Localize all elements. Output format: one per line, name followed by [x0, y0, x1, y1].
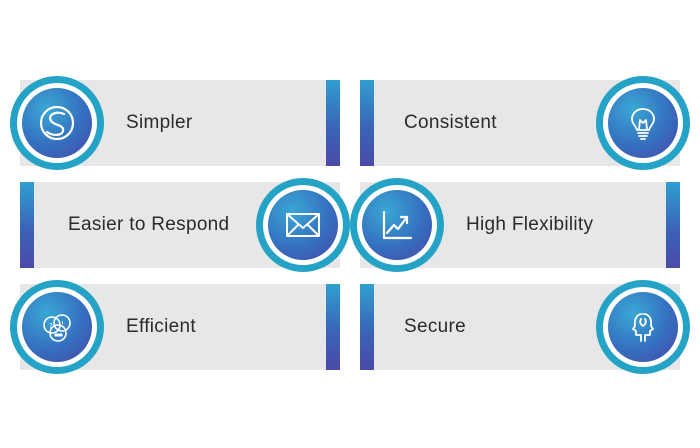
svg-text:!: !: [61, 320, 64, 328]
feature-label: Efficient: [126, 316, 196, 337]
two-heads-icon: [632, 313, 654, 342]
icon-badge: [596, 76, 690, 170]
swirl-s-icon: [39, 105, 75, 141]
trend-chart-icon: [382, 210, 413, 240]
accent-bar: [326, 284, 340, 370]
feature-label: Simpler: [126, 112, 193, 133]
lightbulb-icon: [631, 108, 655, 140]
feature-label: High Flexibility: [466, 214, 594, 235]
feature-card-efficient: Efficient ? !: [10, 280, 340, 374]
accent-bar: [360, 284, 374, 370]
icon-badge: [596, 280, 690, 374]
envelope-icon: [286, 213, 320, 237]
idea-bubbles-icon: ? !: [43, 314, 71, 342]
accent-bar: [326, 80, 340, 166]
feature-card-easier-to-respond: Easier to Respond: [20, 178, 350, 272]
icon-badge: [10, 76, 104, 170]
svg-text:?: ?: [49, 322, 53, 330]
feature-card-secure: Secure: [360, 280, 690, 374]
accent-bar: [20, 182, 34, 268]
feature-label: Secure: [404, 316, 467, 337]
feature-label: Easier to Respond: [68, 214, 230, 235]
feature-card-high-flexibility: High Flexibility: [350, 178, 680, 272]
feature-card-consistent: Consistent: [360, 76, 690, 170]
icon-badge: ? !: [10, 280, 104, 374]
feature-label: Consistent: [404, 112, 497, 133]
icon-badge: [350, 178, 444, 272]
accent-bar: [666, 182, 680, 268]
accent-bar: [360, 80, 374, 166]
feature-card-simpler: Simpler: [10, 76, 340, 170]
icon-badge: [256, 178, 350, 272]
